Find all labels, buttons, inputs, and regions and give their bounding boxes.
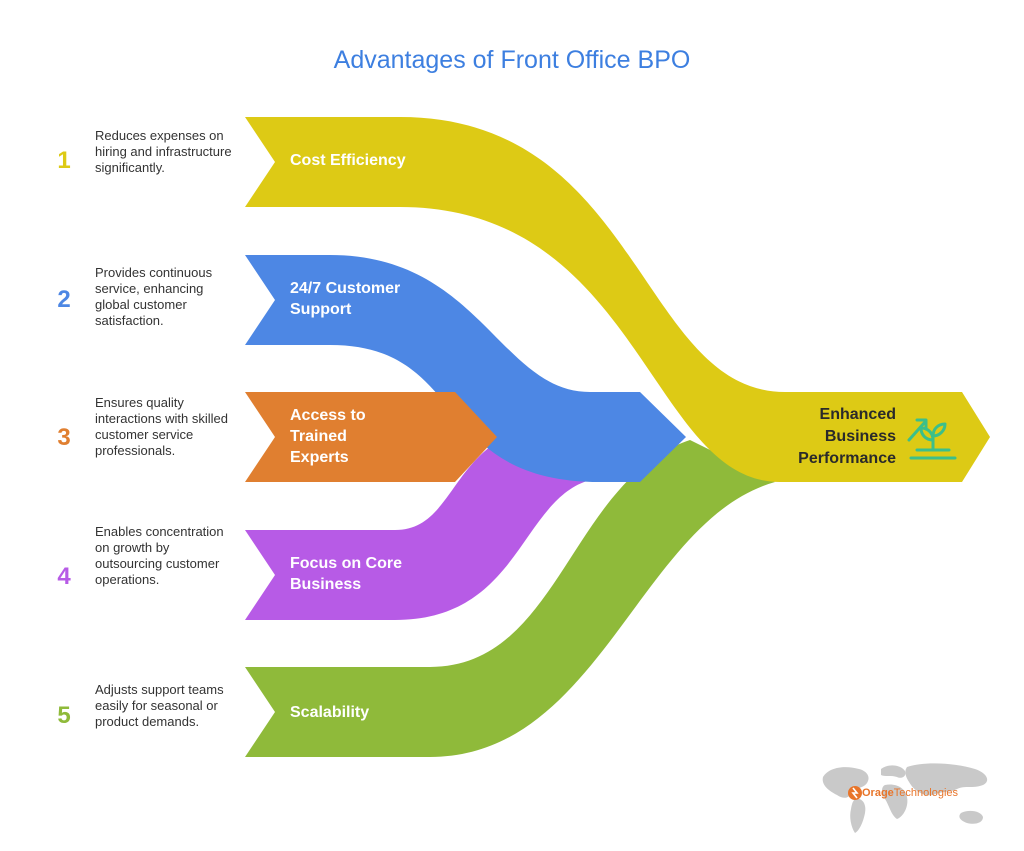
item-description-3: Ensures quality interactions with skille… [95,395,228,458]
item-description-2: Provides continuous service, enhancing g… [95,265,213,328]
logo-brand-b: Technologies [893,787,959,799]
item-description-4: Enables concentration on growth by outso… [95,524,224,587]
item-description-5: Adjusts support teams easily for seasona… [95,682,224,729]
band-cost-efficiency [245,117,990,482]
item-number-2: 2 [57,286,71,313]
band-label-cost-efficiency: Cost Efficiency [290,152,406,169]
logo-brand-a: Orage [862,787,894,799]
item-number-5: 5 [57,702,71,729]
world-map-icon [822,763,988,833]
company-logo: OrageTechnologies [862,787,958,799]
band-scalability [245,440,775,757]
band-trained-experts [245,392,497,482]
band-label-trained-experts: Access to Trained Experts [290,407,366,466]
item-number-4: 4 [57,563,71,590]
item-number-3: 3 [57,424,71,451]
band-label-focus-core-business: Focus on Core Business [290,555,403,593]
target-label: Enhanced Business Performance [798,406,896,467]
growing-plant-icon [907,418,957,460]
item-number-1: 1 [57,147,71,174]
diagram-title: Advantages of Front Office BPO [333,46,691,74]
band-focus-core-business [245,432,590,620]
band-customer-support [245,255,686,482]
item-description-1: Reduces expenses on hiring and infrastru… [95,128,232,175]
band-label-scalability: Scalability [290,704,370,721]
band-label-customer-support: 24/7 Customer Support [290,280,401,318]
